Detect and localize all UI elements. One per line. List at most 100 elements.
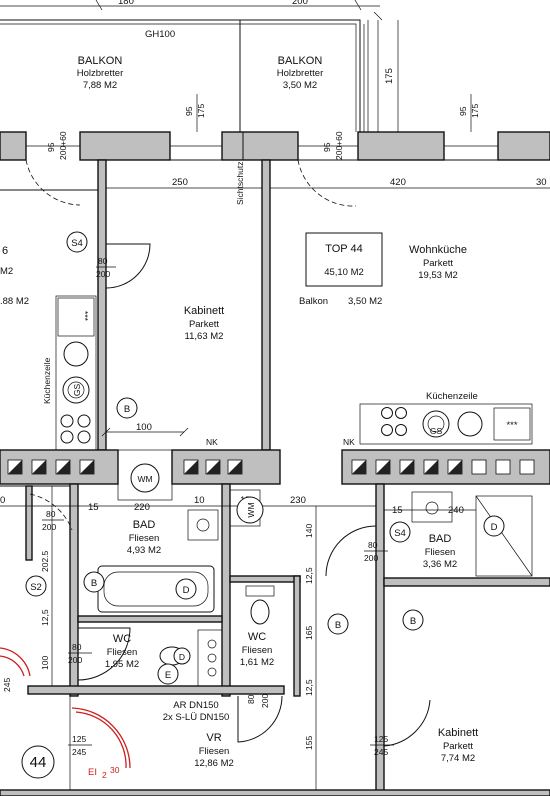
balcony-right-area: 3,50 M2 [283, 80, 317, 91]
svg-text:WC: WC [248, 631, 266, 643]
nk-label-right: NK [343, 437, 355, 447]
room-wohnkueche: Wohnküche Parkett 19,53 M2 [409, 244, 467, 281]
svg-text:80: 80 [72, 642, 82, 652]
mid-section-walls [0, 483, 550, 796]
kabinett-upper-material: Parkett [189, 319, 219, 330]
top44-balkon-label: Balkon [299, 296, 328, 307]
svg-text:1,95 M2: 1,95 M2 [105, 659, 139, 670]
svg-text:245: 245 [72, 747, 86, 757]
svg-text:100: 100 [40, 656, 50, 670]
fire-rating-30: 30 [110, 765, 120, 775]
svg-text:Fliesen: Fliesen [242, 645, 273, 656]
svg-text:AR DN150: AR DN150 [173, 700, 218, 711]
left-kitchen-stair-mark: *** [80, 311, 90, 322]
svg-text:Fliesen: Fliesen [129, 533, 160, 544]
svg-text:3,36 M2: 3,36 M2 [423, 559, 457, 570]
left-room-number: 6 [2, 245, 8, 257]
svg-text:245: 245 [2, 678, 12, 692]
shaft-tile-fill [32, 460, 46, 474]
svg-text:95: 95 [322, 142, 332, 152]
left-room-unit: M2 [0, 266, 13, 277]
svg-text:E: E [165, 670, 171, 681]
dim-top-right: 200 [292, 0, 308, 7]
balcony-left-area: 7,88 M2 [83, 80, 117, 91]
svg-text:202.5: 202.5 [40, 550, 50, 572]
fire-rating-ei: EI [88, 767, 97, 778]
shaft-tile-fill [8, 460, 22, 474]
b-marker-bad [83, 571, 105, 593]
balcony-left-name: BALKON [78, 55, 123, 67]
svg-text:245: 245 [374, 747, 388, 757]
svg-text:WM: WM [246, 502, 256, 517]
shaft-tile-fill [228, 460, 242, 474]
fire-rating-sub: 2 [102, 770, 107, 780]
left-partial-room: 6 M2 .88 M2 [0, 245, 29, 307]
svg-text:15: 15 [392, 505, 403, 516]
room-wc-left: 80 200 WC Fliesen 1,95 M2 E D [68, 627, 223, 687]
entry-door-fire-rated: 125 245 EI 2 30 [68, 696, 131, 796]
room-bad-right: S4 80 200 BAD Fliesen 3,36 M2 D [364, 491, 533, 577]
svg-text:15: 15 [88, 502, 99, 513]
svg-text:BAD: BAD [429, 533, 452, 545]
b-marker-corridor [327, 613, 349, 635]
top44-area: 45,10 M2 [324, 267, 364, 278]
svg-text:12,5: 12,5 [40, 609, 50, 626]
left-kitchen-unit: *** GS Küchenzeile [42, 295, 97, 451]
s4-marker-upper [66, 231, 88, 253]
upper-interior-walls [0, 159, 550, 451]
svg-text:7,74 M2: 7,74 M2 [441, 753, 475, 764]
room-vr: AR DN150 2x S-LÜ DN150 VR Fliesen 12,86 … [163, 700, 234, 769]
wohnkueche-name: Wohnküche [409, 244, 467, 256]
svg-text:200: 200 [68, 655, 82, 665]
svg-text:D: D [179, 652, 185, 662]
kabinett-upper-area: 11,63 M2 [185, 331, 224, 342]
left-room-area: .88 M2 [0, 296, 29, 307]
dim-top-left: 180 [118, 0, 134, 7]
svg-text:95: 95 [184, 106, 194, 116]
right-kitchen-unit: Küchenzeile GS *** [359, 391, 533, 445]
shaft-tile-fill [352, 460, 366, 474]
dim-250: 250 [172, 177, 188, 188]
gh-label: GH100 [145, 29, 175, 40]
gs-label-left: GS [72, 384, 82, 397]
svg-text:140: 140 [304, 524, 314, 538]
svg-text:S4: S4 [71, 238, 83, 249]
svg-text:B: B [410, 616, 416, 627]
svg-text:Fliesen: Fliesen [425, 547, 456, 558]
svg-text:S2: S2 [30, 582, 42, 593]
shaft-tile-fill [184, 460, 198, 474]
shaft-tile [519, 459, 535, 475]
unit-number-circle [21, 745, 55, 779]
shaft-tile-fill [376, 460, 390, 474]
svg-text:Parkett: Parkett [443, 741, 473, 752]
svg-text:Fliesen: Fliesen [199, 746, 230, 757]
svg-text:12,5: 12,5 [304, 567, 314, 584]
shaft-tile [495, 459, 511, 475]
shaft-tile-fill [80, 460, 94, 474]
door-height-upper: 200 [96, 269, 110, 279]
room-bad-main: BAD Fliesen 4,93 M2 [127, 509, 219, 556]
balcony-left-material: Holzbretter [77, 68, 123, 79]
svg-text:12,5: 12,5 [304, 679, 314, 696]
svg-text:200+60: 200+60 [58, 131, 68, 160]
gs-label-right: GS [430, 426, 443, 436]
balcony-right-label: BALKON Holzbretter 3,50 M2 [277, 55, 323, 91]
kabinett-upper-name: Kabinett [184, 305, 224, 317]
kuechenzeile-left: Küchenzeile [42, 357, 52, 404]
shaft-tile-fill [424, 460, 438, 474]
svg-text:BAD: BAD [133, 519, 156, 531]
svg-text:95: 95 [458, 106, 468, 116]
dim-175-right-balcony: 175 [384, 68, 395, 84]
svg-text:B: B [91, 578, 97, 589]
svg-text:Fliesen: Fliesen [107, 647, 138, 658]
upper-outer-wall [0, 131, 550, 161]
svg-text:VR: VR [206, 732, 221, 744]
svg-text:D: D [183, 585, 190, 596]
shaft-wall-band: WM [0, 449, 550, 501]
dim-420: 420 [390, 177, 406, 188]
nk-label-left: NK [206, 437, 218, 447]
kuechenzeile-right: Küchenzeile [426, 391, 478, 402]
top44-title: TOP 44 [325, 243, 363, 255]
svg-text:95: 95 [46, 142, 56, 152]
